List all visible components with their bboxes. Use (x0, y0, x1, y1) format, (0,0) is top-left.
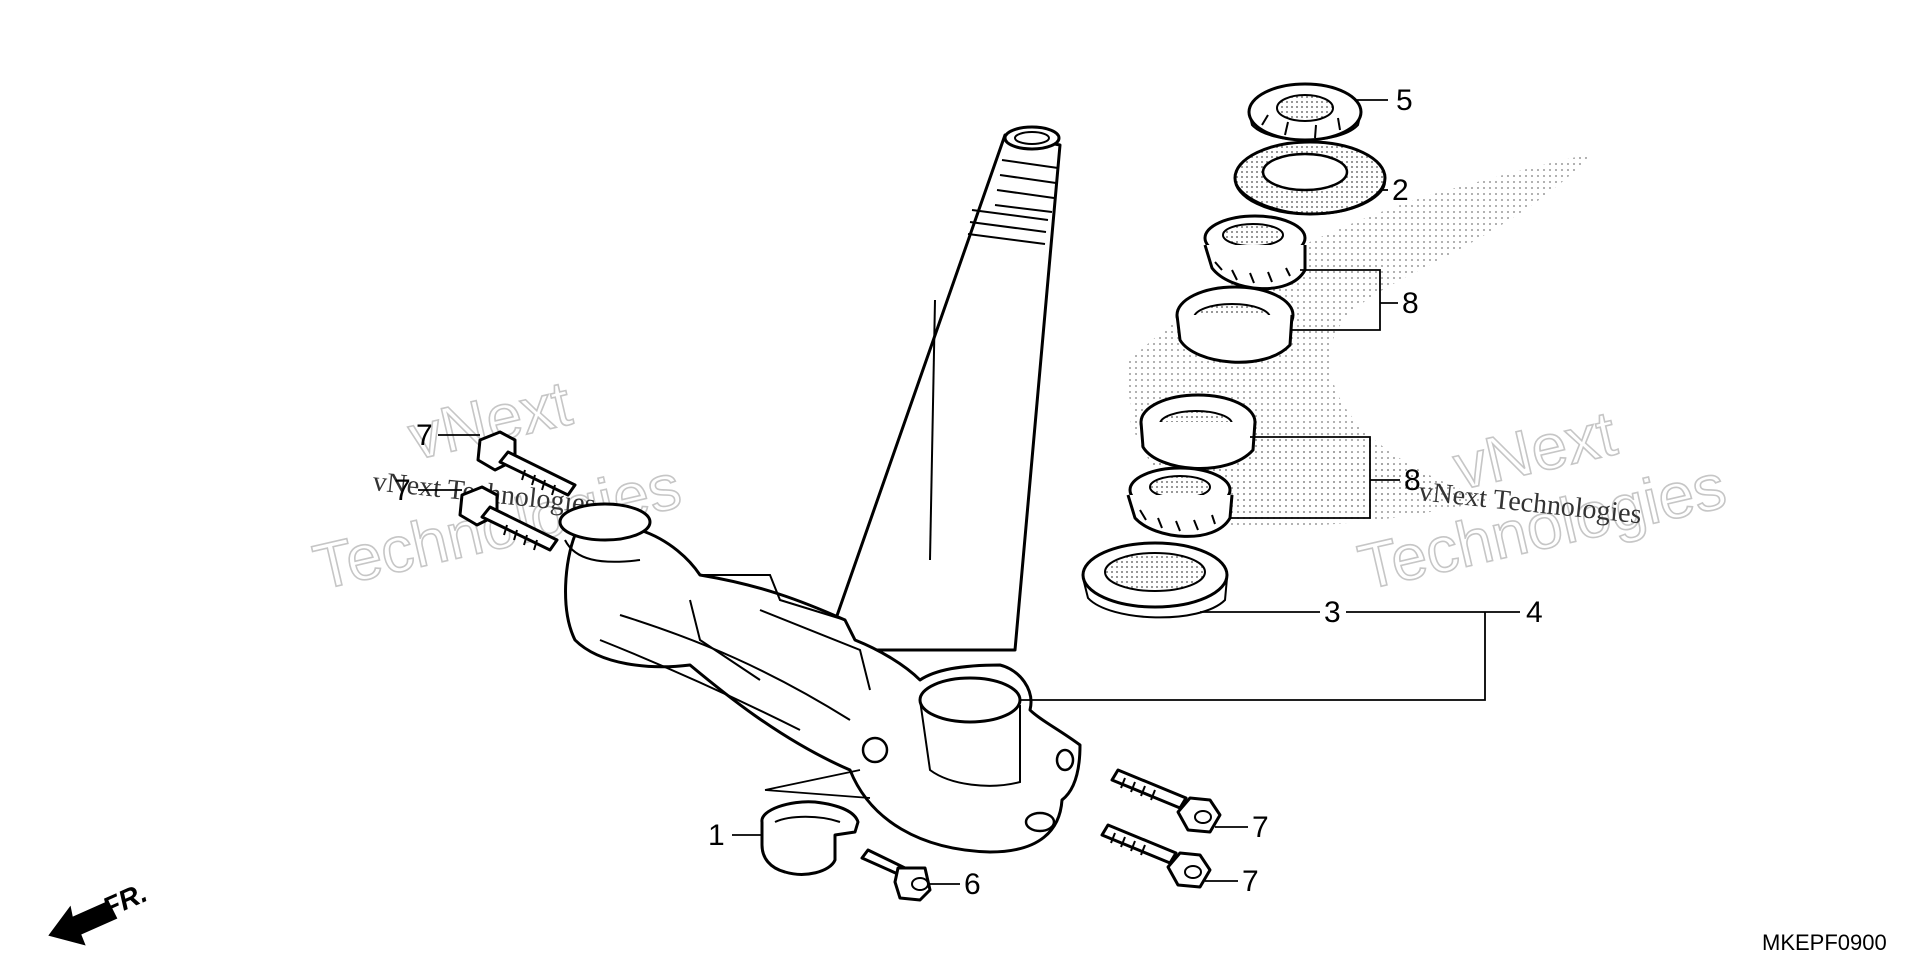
callout-6: 6 (964, 868, 981, 901)
callout-3: 3 (1324, 596, 1341, 629)
upper-race (1175, 285, 1295, 364)
cable-guide (760, 800, 860, 876)
dust-seal (1233, 140, 1387, 216)
callout-1: 1 (708, 819, 725, 852)
callout-7-left-lower: 7 (394, 474, 411, 507)
callout-7-left-upper: 7 (416, 419, 433, 452)
leader-lines (418, 99, 1520, 885)
steering-stem (823, 125, 1062, 652)
callouts: 5 2 8 8 3 4 7 7 7 7 6 1 (394, 84, 1543, 901)
callout-2: 2 (1392, 174, 1409, 207)
callout-8-upper: 8 (1402, 287, 1419, 320)
bottom-bridge (558, 502, 1082, 854)
front-direction: FR. (48, 877, 152, 946)
bolts-7-right (1100, 768, 1222, 889)
lock-nut (1247, 82, 1363, 142)
callout-7-right-upper: 7 (1252, 811, 1269, 844)
lower-dust-seal (1081, 541, 1229, 619)
callout-8-lower: 8 (1404, 464, 1421, 497)
bolt-6 (860, 848, 932, 902)
arrow-down-left-icon (48, 900, 118, 946)
upper-bearing (1203, 214, 1307, 290)
bolts-7-left (458, 430, 577, 552)
callout-5: 5 (1396, 84, 1413, 117)
diagram-code: MKEPF0900 (1762, 930, 1887, 955)
callout-7-right-lower: 7 (1242, 865, 1259, 898)
callout-4: 4 (1526, 596, 1543, 629)
lower-bearing (1126, 466, 1234, 538)
lower-race (1139, 393, 1257, 470)
